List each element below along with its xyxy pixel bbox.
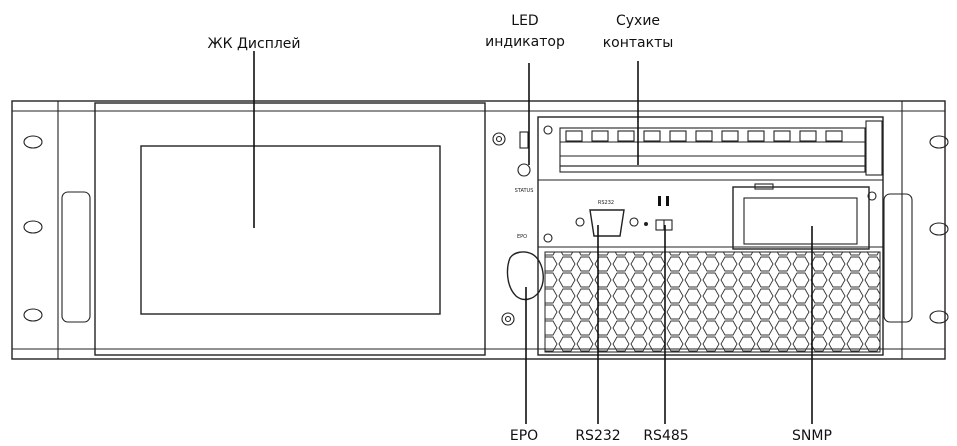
rs485-port xyxy=(655,196,673,231)
rs232-label: RS232 xyxy=(575,428,620,444)
epo-mark: EPO xyxy=(517,234,527,240)
left-bottom-mount-hole xyxy=(23,308,43,322)
comm-module: RS232 xyxy=(537,116,884,356)
snmp-card-slot xyxy=(732,183,870,250)
lcd-module xyxy=(94,102,486,356)
epo-label: EPO xyxy=(510,428,538,444)
lcd-label: ЖК Дисплей xyxy=(207,36,300,52)
dry-contacts-label-line1: Сухие xyxy=(616,13,660,29)
rs485-label: RS485 xyxy=(643,428,688,444)
left-rack-ear xyxy=(23,101,91,359)
right-middle-mount-hole xyxy=(929,222,949,236)
snmp-label: SNMP xyxy=(792,428,832,444)
led-label-line1: LED xyxy=(511,13,538,29)
terminal-screws xyxy=(565,130,843,142)
epo-button xyxy=(506,251,544,301)
dry-contacts-label-line2: контакты xyxy=(603,35,674,51)
ventilation-grille xyxy=(544,251,881,353)
left-top-mount-hole xyxy=(23,135,43,149)
callout-labels: ЖК Дисплей LED индикатор Сухие контакты … xyxy=(207,13,831,444)
right-bottom-mount-hole xyxy=(929,310,949,324)
led-indicator xyxy=(517,163,531,177)
left-middle-mount-hole xyxy=(23,220,43,234)
status-mark: STATUS xyxy=(515,188,534,194)
right-rack-ear xyxy=(883,101,949,359)
bottom-screw xyxy=(501,312,515,326)
left-handle xyxy=(61,191,91,323)
dry-contact-terminal-block xyxy=(559,120,883,176)
callout-lines xyxy=(253,51,813,424)
rs232-port: RS232 xyxy=(575,200,648,237)
right-top-mount-hole xyxy=(929,135,949,149)
led-label-line2: индикатор xyxy=(485,34,565,50)
lcd-screen xyxy=(140,145,441,315)
right-handle xyxy=(883,193,913,323)
top-screw xyxy=(492,132,506,146)
rs232-mark: RS232 xyxy=(598,200,614,206)
status-strip: STATUS EPO xyxy=(492,131,544,326)
